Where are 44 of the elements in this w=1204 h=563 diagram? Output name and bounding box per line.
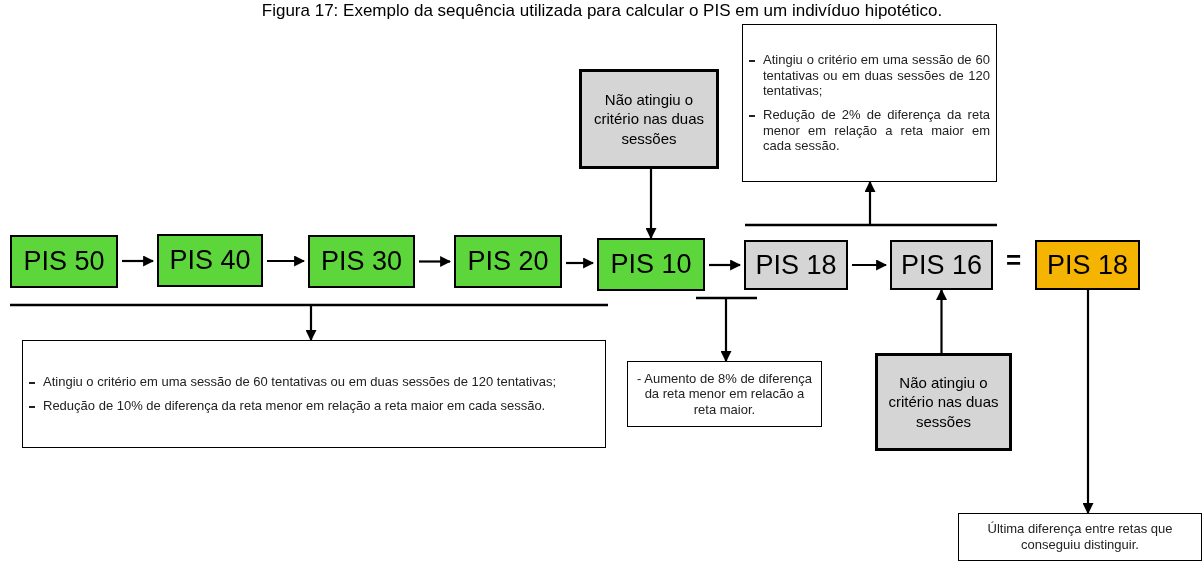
level-label: PIS 40: [169, 245, 251, 276]
process-box: [157, 234, 263, 287]
note-text: Atingiu o critério em uma sessão de 60 tentativas ou em duas sessões de 120 tentativas;: [43, 374, 557, 390]
process-box: [10, 235, 118, 288]
arrow: [709, 259, 742, 271]
level-label: PIS 30: [320, 246, 403, 277]
arrow: [936, 288, 947, 353]
arrow: [122, 255, 155, 267]
condition-box: [579, 69, 719, 169]
note-box: [958, 513, 1202, 561]
note-text: Não atingiu o critério nas duas sessões: [887, 372, 1000, 432]
level-label: PIS 50: [23, 246, 105, 277]
process-box: [744, 240, 848, 290]
note-text: Não atingiu o critério nas duas sessões: [592, 89, 706, 149]
arrow: [566, 257, 595, 269]
note-text: Atingiu o critério em uma sessão de 60 tentativas ou em duas sessões de 120 tentativas;: [763, 52, 990, 99]
arrow: [864, 180, 876, 225]
level-label: PIS 10: [610, 249, 692, 280]
arrow: [419, 256, 452, 267]
arrow: [645, 169, 657, 240]
level-label: PIS 16: [900, 249, 983, 281]
note-text: Redução de 2% de diferença da reta menor em relação a reta maior em cada sessão.: [763, 107, 990, 154]
level-label: PIS 18: [1046, 249, 1129, 281]
figure-title: Figura 17: Exemplo da sequência utilizada para calcular o PIS em um indivíduo hipotético.: [260, 1, 944, 21]
process-box: [454, 235, 562, 288]
arrow: [720, 298, 732, 363]
arrow: [305, 305, 317, 342]
equals-sign: =: [1006, 245, 1022, 276]
level-label: PIS 18: [755, 249, 837, 281]
note-text: Última diferença entre retas que conseguiu distinguir.: [986, 521, 1174, 553]
level-label: PIS 20: [467, 246, 549, 277]
arrow: [852, 259, 888, 271]
note-box: [742, 24, 997, 182]
note-box: [627, 361, 822, 427]
process-box: [1035, 240, 1140, 290]
note-box: [22, 340, 606, 448]
process-box: [597, 238, 705, 291]
arrow: [267, 255, 306, 267]
condition-box: [875, 353, 1012, 451]
arrow: [1082, 290, 1094, 515]
process-box: [890, 240, 993, 290]
note-text: - Aumento de 8% de diferença da reta menor em relacão a reta maior.: [636, 370, 813, 418]
process-box: [308, 235, 415, 288]
note-text: Redução de 10% de diferença da reta menor em relação a reta maior em cada sessão.: [43, 398, 546, 414]
